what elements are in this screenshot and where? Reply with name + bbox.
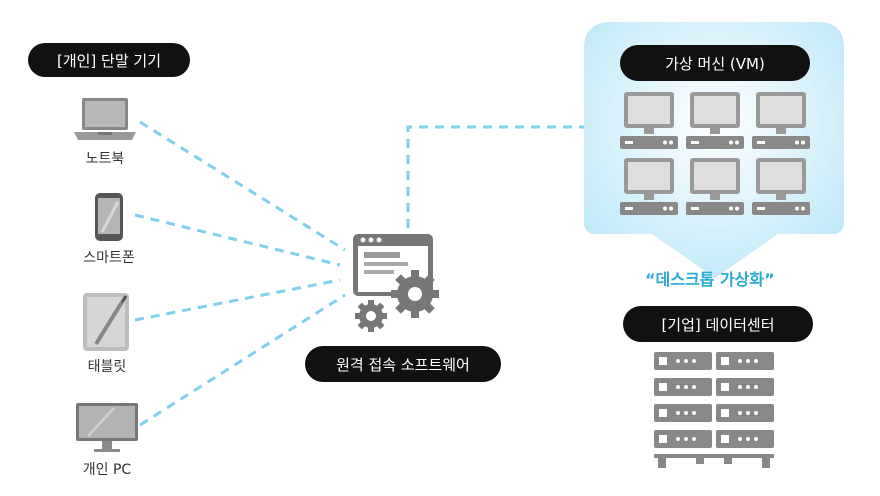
- datacenter-server-rack-icon: [654, 352, 774, 468]
- virtualization-label: “데스크톱 가상화”: [645, 270, 775, 289]
- device-label-smartphone: 스마트폰: [83, 250, 135, 266]
- connector-pc: [139, 293, 346, 427]
- desktop-pc-icon: [76, 403, 138, 452]
- connector-tablet: [134, 278, 341, 322]
- connector-vm: [406, 125, 585, 228]
- vm-icon: [620, 158, 678, 215]
- vm-icon: [752, 158, 810, 215]
- tablet-icon: [83, 293, 129, 351]
- remote-software-icon: [353, 234, 439, 332]
- vm-icon: [752, 92, 810, 149]
- vm-grid: [620, 92, 810, 215]
- device-label-pc: 개인 PC: [82, 462, 132, 478]
- vm-icon: [620, 92, 678, 149]
- devices-title: [개인] 단말 기기: [28, 43, 190, 77]
- connector-smartphone: [134, 213, 341, 267]
- software-label: 원격 접속 소프트웨어: [305, 346, 501, 382]
- datacenter-title: [기업] 데이터센터: [623, 306, 813, 342]
- device-label-tablet: 태블릿: [87, 359, 127, 375]
- device-label-laptop: 노트북: [85, 151, 125, 167]
- laptop-icon: [74, 98, 136, 140]
- smartphone-icon: [95, 193, 123, 241]
- connector-laptop: [139, 120, 346, 252]
- vm-icon: [686, 92, 744, 149]
- vm-icon: [686, 158, 744, 215]
- vm-title: 가상 머신 (VM): [620, 45, 810, 81]
